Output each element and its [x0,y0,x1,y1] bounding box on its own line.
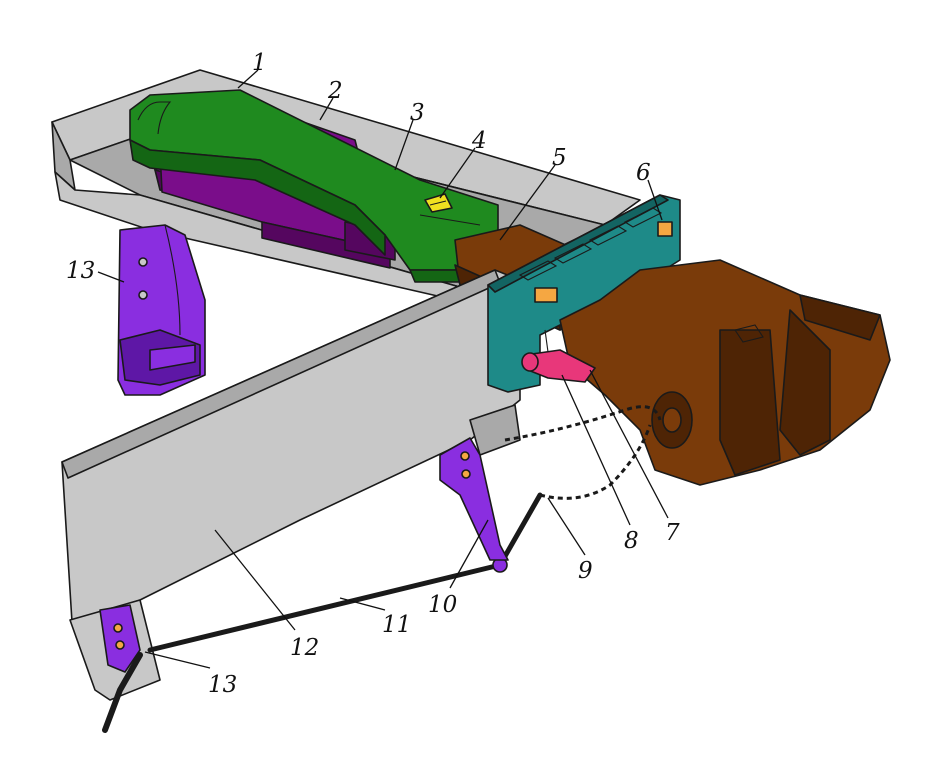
callouts: 1 2 3 4 5 6 7 8 9 10 11 12 13 13 [66,50,680,698]
yoke [129,89,499,283]
callout-11: 11 [382,612,411,638]
rod-bracket-left [99,604,141,673]
callout-6: 6 [636,160,651,186]
safety-chain [504,405,662,500]
callout-9: 9 [578,558,593,584]
callout-5: 5 [552,145,567,171]
uncoupling-rod [102,492,543,733]
callout-13-bracket: 13 [208,672,237,698]
callout-7: 7 [665,520,680,546]
callout-3: 3 [410,100,425,126]
callout-2: 2 [327,78,343,104]
carrier-plate [117,224,206,396]
callout-13-carrier: 13 [66,258,95,284]
wedge [424,193,453,213]
coupler-pin [521,329,596,383]
callout-8: 8 [624,528,639,554]
callout-1: 1 [252,50,267,76]
coupler-head [559,259,891,486]
callout-12: 12 [290,635,319,661]
callout-4: 4 [471,128,487,154]
callout-10: 10 [428,592,457,618]
rod-bracket-right [439,437,509,561]
leader-lines [97,69,669,669]
